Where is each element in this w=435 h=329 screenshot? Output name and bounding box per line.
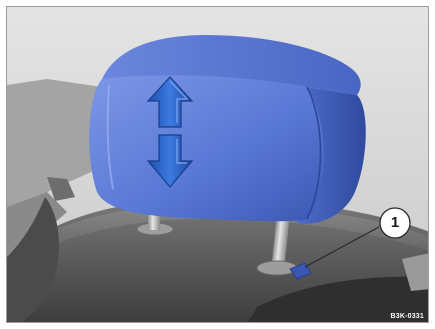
headrest-drawing — [7, 7, 429, 323]
headrest-front — [89, 75, 324, 221]
image-code: B3K-0331 — [390, 313, 424, 320]
callout-label: 1 — [380, 208, 410, 238]
right-post-guide — [257, 261, 297, 275]
illustration-frame: 1 B3K-0331 — [6, 6, 429, 323]
